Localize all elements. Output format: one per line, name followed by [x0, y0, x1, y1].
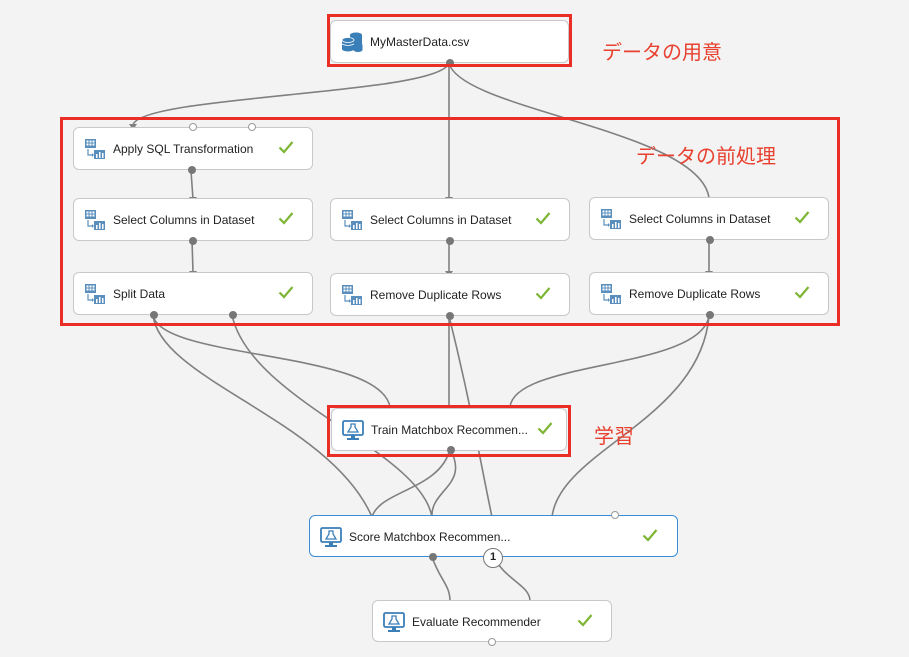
train-matchbox-label: Train Matchbox Recommen... [371, 423, 528, 437]
wire-dataset-sel3 [448, 62, 710, 199]
apply-sql-node[interactable]: Apply SQL Transformation [73, 123, 313, 174]
score-matchbox-node[interactable]: Score Matchbox Recommen... [309, 511, 678, 561]
output-port[interactable] [488, 638, 496, 646]
highlight-box-preprocess [60, 117, 840, 326]
port-number-badge: 1 [483, 548, 503, 568]
input-port[interactable] [189, 123, 197, 131]
select-columns-node-3[interactable]: Select Columns in Dataset [589, 197, 829, 244]
output-port[interactable] [446, 59, 454, 67]
remove-duplicates-node-1[interactable]: Remove Duplicate Rows [330, 273, 570, 320]
annotation-training: 学習 [594, 424, 634, 448]
output-port[interactable] [706, 236, 714, 244]
highlight-box-training [327, 405, 571, 457]
output-port[interactable] [189, 237, 197, 245]
wire-sel1-split [191, 239, 194, 273]
split-data-node[interactable]: Split Data [73, 272, 313, 319]
wire-dup3-score [551, 315, 710, 518]
wire-sql-sel1 [190, 170, 194, 200]
check-icon [642, 528, 658, 542]
select-columns-label: Select Columns in Dataset [113, 213, 255, 227]
score-matchbox-label: Score Matchbox Recommen... [349, 530, 511, 544]
annotation-preprocess: データの前処理 [636, 144, 776, 168]
split-data-label: Split Data [113, 287, 166, 301]
remove-duplicates-label: Remove Duplicate Rows [629, 287, 761, 301]
remove-duplicates-label: Remove Duplicate Rows [370, 288, 502, 302]
output-port[interactable] [706, 311, 714, 319]
apply-sql-label: Apply SQL Transformation [113, 142, 254, 156]
evaluate-recommender-label: Evaluate Recommender [412, 615, 541, 629]
output-port-left[interactable] [150, 311, 158, 319]
select-columns-label: Select Columns in Dataset [370, 213, 512, 227]
wire-score-eval-a [431, 556, 451, 602]
wire-dataset-sql [132, 62, 450, 126]
output-port-right[interactable] [229, 311, 237, 319]
wire-split-score-b [152, 314, 373, 518]
input-port[interactable] [248, 123, 256, 131]
evaluate-recommender-node[interactable]: Evaluate Recommender [372, 600, 612, 646]
highlight-box-data-prep [327, 14, 572, 67]
train-matchbox-node[interactable]: Train Matchbox Recommen... [331, 408, 567, 454]
experiment-icon [320, 526, 342, 548]
output-port[interactable] [447, 446, 455, 454]
output-port[interactable] [446, 312, 454, 320]
output-port[interactable] [429, 553, 437, 561]
dataset-node[interactable]: MyMasterData.csv [330, 20, 569, 67]
wire-dup3-train [509, 315, 710, 408]
remove-duplicates-node-2[interactable]: Remove Duplicate Rows [589, 272, 829, 319]
output-port[interactable] [446, 237, 454, 245]
select-columns-node-1[interactable]: Select Columns in Dataset [73, 198, 313, 245]
wire-train-score-2 [431, 448, 457, 518]
input-port[interactable] [611, 511, 619, 519]
annotation-data-prep: データの用意 [602, 40, 722, 64]
select-columns-label: Select Columns in Dataset [629, 212, 771, 226]
check-icon [577, 613, 593, 627]
dataset-node-label: MyMasterData.csv [370, 35, 470, 49]
select-columns-node-2[interactable]: Select Columns in Dataset [330, 198, 570, 245]
output-port[interactable] [188, 166, 196, 174]
experiment-icon [383, 611, 405, 633]
wire-split-train [152, 314, 391, 408]
wire-train-score [371, 448, 451, 518]
